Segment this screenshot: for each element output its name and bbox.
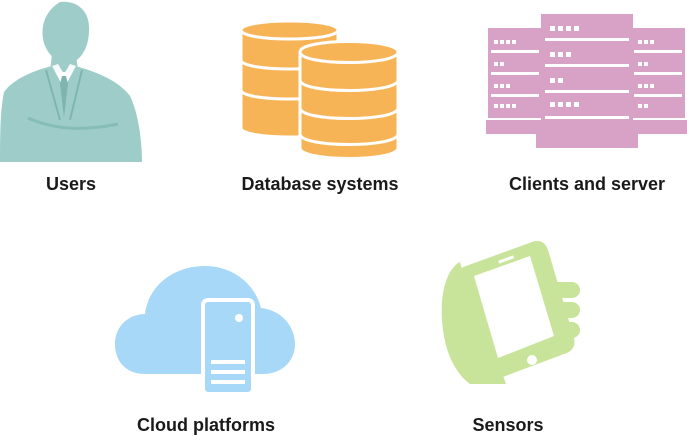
item-label: Sensors [472, 415, 544, 435]
item-label: Cloud platforms [137, 415, 275, 435]
item-label: Users [45, 174, 97, 194]
database-icon [239, 19, 400, 160]
smartphone-icon [441, 240, 580, 384]
cloud-server-icon [115, 266, 295, 396]
item-label: Database systems [241, 174, 399, 194]
item-label: Clients and server [508, 174, 666, 194]
server-icon [486, 14, 687, 148]
user-icon [0, 1, 142, 162]
